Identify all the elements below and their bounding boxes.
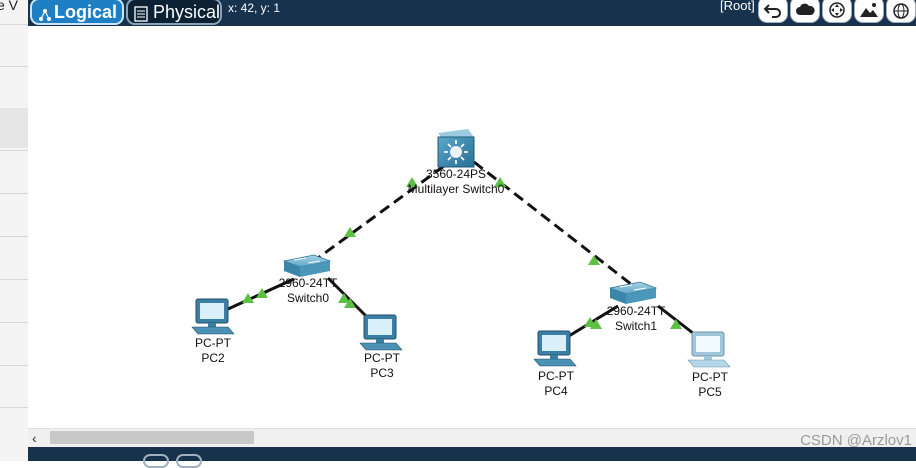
device-name: PC2: [201, 351, 225, 365]
clipped-text: e V: [0, 0, 19, 13]
pc-icon[interactable]: [359, 314, 403, 351]
device-name: Multilayer Switch0: [407, 182, 505, 196]
divider: [0, 150, 28, 151]
device-name: Switch1: [614, 319, 658, 333]
device-name: PC3: [370, 366, 394, 380]
logical-workspace[interactable]: 3560-24PS Multilayer Switch0 2960-24TT S…: [28, 26, 916, 428]
divider: [0, 236, 28, 237]
link-switch0-pc3[interactable]: [326, 276, 370, 320]
device-label-switch1: 2960-24TT Switch1: [607, 304, 666, 334]
switch-icon[interactable]: [608, 281, 658, 304]
link-switch1-pc5[interactable]: [657, 304, 699, 339]
root-breadcrumb[interactable]: [Root]: [720, 0, 755, 13]
link-status-lights: [242, 177, 682, 329]
outer-window-strip: e V: [0, 0, 29, 461]
bottom-control[interactable]: [143, 454, 169, 468]
device-model: 2960-24TT: [606, 304, 666, 318]
device-label-switch0: 2960-24TT Switch0: [279, 276, 338, 306]
link-light: [670, 319, 682, 329]
link-light: [256, 288, 268, 298]
device-model: 3560-24PS: [425, 167, 487, 181]
physical-view-icon: [134, 4, 148, 28]
pc-icon[interactable]: [191, 298, 235, 335]
logical-topology-icon: [38, 4, 52, 28]
scroll-left-arrow-icon[interactable]: ‹: [32, 430, 37, 446]
link-light: [588, 255, 600, 265]
device-model: PC-PT: [692, 370, 728, 384]
tab-physical[interactable]: Physical: [126, 0, 222, 25]
set-background-button[interactable]: [854, 0, 884, 23]
horizontal-scrollbar[interactable]: ‹: [28, 428, 916, 447]
device-label-multilayer-switch0: 3560-24PS Multilayer Switch0: [408, 167, 505, 197]
divider: [0, 407, 28, 408]
divider: [0, 365, 28, 366]
pc-icon[interactable]: [533, 330, 577, 367]
device-model: PC-PT: [195, 336, 231, 350]
device-name: Switch0: [286, 291, 330, 305]
link-light: [344, 227, 356, 237]
device-label-pc2: PC-PT PC2: [195, 336, 231, 366]
pc-icon[interactable]: [687, 331, 731, 368]
divider: [0, 66, 28, 67]
device-model: PC-PT: [364, 351, 400, 365]
link-light: [242, 293, 254, 303]
divider: [0, 322, 28, 323]
device-name: PC4: [544, 384, 568, 398]
device-model: PC-PT: [538, 369, 574, 383]
device-label-pc5: PC-PT PC5: [692, 370, 728, 400]
tab-logical-label: Logical: [54, 2, 118, 22]
multilayer-switch-icon[interactable]: [437, 129, 475, 168]
link-light: [406, 177, 418, 187]
cursor-coordinates: x: 42, y: 1: [228, 1, 281, 15]
device-label-pc3: PC-PT PC3: [364, 351, 400, 381]
link-light: [344, 298, 356, 308]
link-light: [338, 293, 350, 303]
tab-logical[interactable]: Logical: [30, 0, 124, 25]
divider: [0, 24, 28, 25]
switch-icon[interactable]: [282, 254, 332, 277]
move-object-button[interactable]: [822, 0, 852, 23]
back-button[interactable]: [758, 0, 788, 23]
watermark: CSDN @Arzlov1: [800, 432, 912, 449]
device-name: PC5: [698, 385, 722, 399]
device-model: 2960-24TT: [278, 276, 338, 290]
cluster-button[interactable]: [790, 0, 820, 23]
device-label-pc4: PC-PT PC4: [538, 369, 574, 399]
tab-physical-label: Physical: [153, 2, 221, 22]
list-row-highlight: [0, 108, 28, 148]
viewport-button[interactable]: [886, 0, 916, 23]
divider: [0, 193, 28, 194]
link-light: [590, 319, 602, 329]
scrollbar-thumb[interactable]: [50, 431, 254, 444]
bottom-toolbar: [28, 447, 916, 468]
divider: [0, 279, 28, 280]
bottom-control[interactable]: [176, 454, 202, 468]
workspace-toolbar: Logical Physical x: 42, y: 1 [Root]: [28, 0, 916, 26]
link-light: [494, 177, 506, 187]
link-mlswitch0-switch0[interactable]: [317, 164, 445, 260]
